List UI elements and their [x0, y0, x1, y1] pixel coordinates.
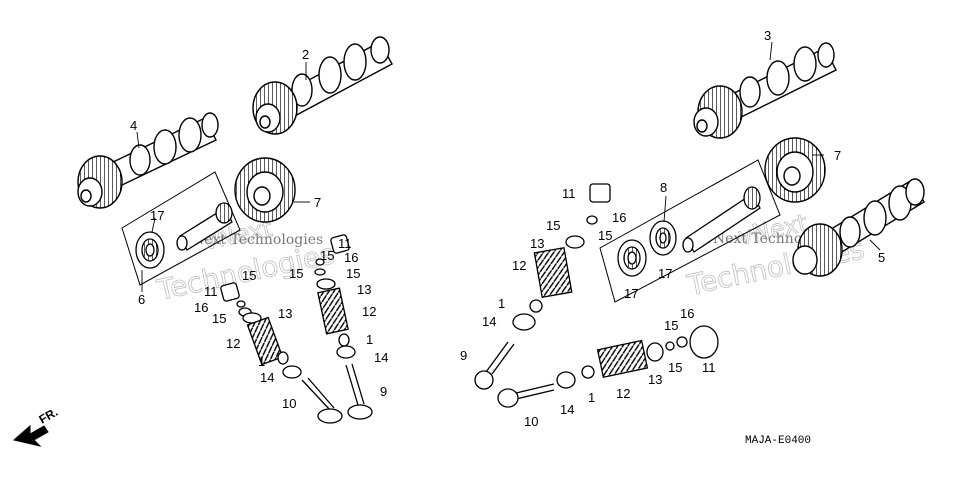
- camshaft-3: [693, 42, 837, 139]
- label-11-c: 11: [562, 186, 576, 201]
- label-13-b: 13: [278, 306, 292, 321]
- bearing-17-right-a: [617, 239, 647, 277]
- label-15-d: 15: [242, 268, 256, 283]
- label-16-b: 16: [194, 300, 208, 315]
- diagram-code: MAJA-E0400: [745, 435, 811, 447]
- label-16-d: 16: [680, 306, 694, 321]
- label-8: 8: [660, 180, 667, 195]
- label-10-right: 10: [524, 414, 538, 429]
- label-1-d: 1: [588, 390, 595, 405]
- gear-7-left: [234, 157, 296, 223]
- label-12-a: 12: [362, 304, 376, 319]
- label-17-b: 17: [624, 286, 638, 301]
- label-12-b: 12: [226, 336, 240, 351]
- camshaft-5: [792, 178, 925, 277]
- front-direction-arrow: FR.: [12, 405, 61, 447]
- shaft-6: [176, 202, 233, 251]
- label-15-b: 15: [289, 266, 303, 281]
- watermark-caption-left: Next Technologies: [192, 232, 323, 248]
- valve-stack-left-a: [220, 282, 343, 424]
- label-7-right: 7: [834, 148, 841, 163]
- label-11-a: 11: [338, 236, 352, 251]
- label-14-c: 14: [482, 314, 496, 329]
- label-15-c: 15: [346, 266, 360, 281]
- assembly-box-6: [121, 171, 241, 286]
- label-13-a: 13: [357, 282, 371, 297]
- label-14-d: 14: [560, 402, 574, 417]
- label-15-e: 15: [212, 311, 226, 326]
- part-labels: 2 3 4 5 6 7 7 8 9 9 10 10 11 11 11 11 12…: [130, 28, 885, 429]
- label-12-c: 12: [512, 258, 526, 273]
- label-10-left: 10: [282, 396, 296, 411]
- label-16-a: 16: [344, 250, 358, 265]
- bearing-17-right-b: [649, 220, 677, 256]
- label-3: 3: [764, 28, 771, 43]
- valve-stack-right-b: [497, 325, 719, 408]
- label-2: 2: [302, 47, 309, 62]
- label-15-f: 15: [546, 218, 560, 233]
- valve-stack-left-b: [314, 234, 373, 420]
- label-14-a: 14: [374, 350, 388, 365]
- valve-stack-right-a: [474, 183, 611, 390]
- bearing-17-left: [135, 231, 165, 269]
- label-5: 5: [878, 250, 885, 265]
- label-15-a: 15: [320, 248, 334, 263]
- label-17-a: 17: [150, 208, 164, 223]
- label-15-h: 15: [664, 318, 678, 333]
- label-1-b: 1: [258, 354, 265, 369]
- leader-lines: [136, 41, 881, 292]
- label-11-b: 11: [204, 284, 218, 299]
- camshaft-4: [77, 112, 219, 209]
- label-1-c: 1: [498, 296, 505, 311]
- label-15-i: 15: [668, 360, 682, 375]
- label-4: 4: [130, 118, 137, 133]
- label-17-c: 17: [658, 266, 672, 281]
- front-direction-label: FR.: [37, 405, 61, 427]
- watermark: vNext Technologies vNext Technologies: [153, 209, 868, 308]
- label-6: 6: [138, 292, 145, 307]
- camshaft-2: [252, 36, 393, 135]
- label-12-d: 12: [616, 386, 630, 401]
- label-13-d: 13: [648, 372, 662, 387]
- label-11-d: 11: [702, 360, 716, 375]
- label-14-b: 14: [260, 370, 274, 385]
- label-13-c: 13: [530, 236, 544, 251]
- label-9-left: 9: [380, 384, 387, 399]
- shaft-8: [682, 186, 761, 253]
- label-15-g: 15: [598, 228, 612, 243]
- label-9-right: 9: [460, 348, 467, 363]
- label-1-a: 1: [366, 332, 373, 347]
- assembly-box-8: [599, 159, 781, 303]
- gear-7-right: [764, 137, 826, 203]
- label-16-c: 16: [612, 210, 626, 225]
- label-7-left: 7: [314, 195, 321, 210]
